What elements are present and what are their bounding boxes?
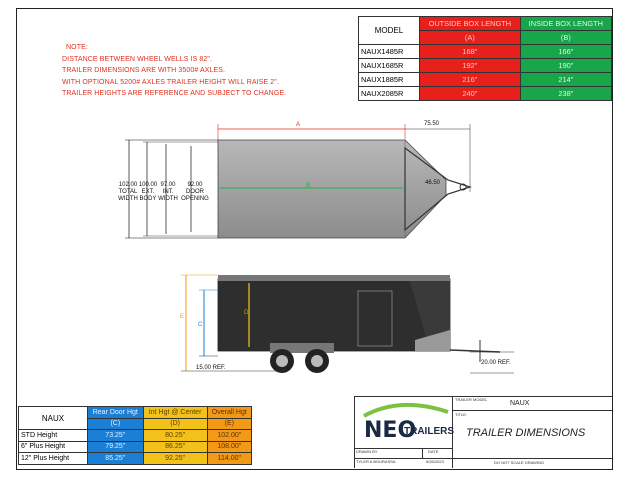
series-header: NAUX [18,406,88,430]
outside-cell: 240" [419,86,521,101]
width-value: 92.00 [187,182,203,188]
width-caption: INT. [162,189,174,195]
dim-tongue-width-label: 46.50 [425,180,441,186]
outside-cell: 192" [419,58,521,73]
table-row: NAUX2085R 240" 238" [358,86,613,101]
inside-cell: 190" [519,58,613,73]
height-row-label: 6" Plus Height [18,440,88,453]
notes-block: NOTE: DISTANCE BETWEEN WHEEL WELLS IS 82… [62,42,286,100]
width-value: 97.00 [160,182,176,188]
rear-door-cell: 79.25" [87,440,144,453]
trailer-top-body [217,139,447,239]
width-caption: BODY [139,196,157,202]
logo-word: NEO [364,418,417,443]
rear-door-cell: 85.25" [87,452,144,465]
table-row: STD Height 73.25" 80.25" 102.00" [18,429,253,442]
model-cell: NAUX2085R [358,86,420,101]
trailer-tongue [404,146,472,232]
trailer-side-body [217,278,451,352]
drawn-by-label: DRAWN BY [356,449,378,454]
side-door [357,290,393,347]
width-door: 92.00 DOOR OPENING [178,182,212,203]
inside-length-sub: (B) [519,30,613,45]
width-total: 102.00 TOTAL WIDTH [115,182,141,203]
trailer-model-label: TRAILER MODEL [455,397,488,402]
neo-trailers-logo: NEO TRAILERS [360,402,454,446]
drawing-title: TRAILER DIMENSIONS [466,427,586,439]
width-value: 102.00 [118,182,138,188]
rear-door-sub: (C) [87,417,144,430]
scale-note: DO NOT SCALE DRAWING [494,460,545,465]
ground-ref-label: 15.00 REF. [196,365,226,371]
note-line: DISTANCE BETWEEN WHEEL WELLS IS 82". [62,55,213,63]
overall-height-cell: 108.00" [206,440,253,453]
overall-height-cell: 114.00" [206,452,253,465]
int-height-cell: 92.25" [142,452,208,465]
width-caption: DOOR [186,189,204,195]
dim-e-label: E [180,314,185,320]
drawing-sheet [16,8,613,470]
width-caption: TOTAL [118,189,138,195]
rear-door-cell: 73.25" [87,429,144,442]
dim-d-label: D [244,310,249,316]
date-label: DATE [428,449,439,454]
note-heading: NOTE: [66,44,88,51]
inside-cell: 166" [519,44,613,59]
width-int: 97.00 INT. WIDTH [157,182,179,203]
top-view [125,124,472,239]
trailer-model-value: NAUX [510,400,530,407]
title-label: TITLE: [455,412,468,417]
table-row: 6" Plus Height 79.25" 86.25" 108.00" [18,440,253,453]
int-height-cell: 86.25" [142,440,208,453]
height-table: NAUX Rear Door Hgt Int Hgt @ Center Over… [18,406,253,465]
width-caption: WIDTH [118,196,138,202]
note-line: TRAILER DIMENSIONS ARE WITH 3500# AXLES. [62,67,226,74]
width-value: 100.00 [138,182,158,188]
outside-length-header: OUTSIDE BOX LENGTH [419,16,521,31]
dim-c-label: C [198,322,203,328]
int-height-header: Int Hgt @ Center [142,406,208,419]
dim-tongue-label: 75.50 [424,121,440,127]
dim-b-label: B [306,183,311,189]
date-value: 5/26/2023 [426,459,444,464]
side-view [181,274,514,374]
int-height-cell: 80.25" [142,429,208,442]
height-row-label: STD Height [18,429,88,442]
overall-height-header: Overall Hgt [206,406,253,419]
drawn-by-value: TYLER A BOURASSA [356,459,396,464]
height-row-label: 12" Plus Height [18,452,88,465]
int-height-sub: (D) [142,417,208,430]
logo-sub: TRAILERS [404,426,454,437]
dim-a-label: A [296,122,301,128]
model-header: MODEL [358,16,420,45]
table-row: NAUX1485R 168" 166" [358,44,613,59]
overall-height-sub: (E) [206,417,253,430]
inside-cell: 238" [519,86,613,101]
note-line: WITH OPTIONAL 5200# AXLES TRAILER HEIGHT… [62,78,279,86]
title-block: NEO TRAILERS TRAILER MODEL NAUX TITLE: T… [354,396,612,468]
overall-height-cell: 102.00" [206,429,253,442]
table-row: 12" Plus Height 85.25" 92.25" 114.00" [18,452,253,465]
logo-swoosh-icon [363,402,449,418]
rear-door-header: Rear Door Hgt [87,406,144,419]
width-caption: OPENING [181,196,209,202]
tongue-ref-label: 20.00 REF. [481,360,511,366]
model-length-table: MODEL OUTSIDE BOX LENGTH INSIDE BOX LENG… [358,16,613,101]
width-ext-body: 100.00 EXT. BODY [136,182,160,203]
width-caption: EXT. [141,189,155,195]
width-caption: WIDTH [158,196,178,202]
note-line: TRAILER HEIGHTS ARE REFERENCE AND SUBJEC… [62,90,287,97]
